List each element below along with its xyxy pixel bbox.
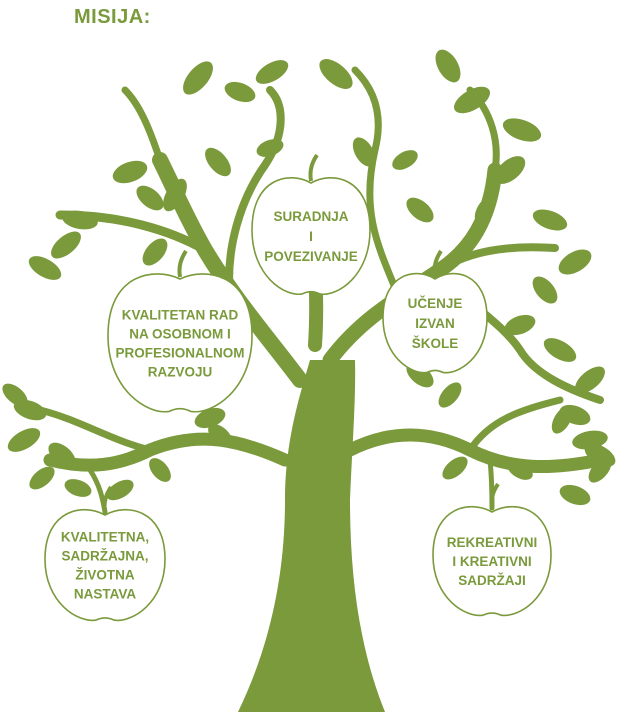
leaf-6 [502,118,542,142]
leaf-23 [532,276,558,304]
leaf-14 [28,256,62,280]
leaf-41 [149,458,171,482]
branch-2 [121,86,164,164]
apple-label-line: KVALITETNA, [61,530,149,545]
leaf-13 [51,231,81,259]
apples: SURADNJA I POVEZIVANJE KVALITETAN RAD NA OSO… [44,153,552,622]
leaf-7 [494,156,526,184]
leaf-19 [406,197,434,223]
leaf-0 [183,61,213,95]
apple-stem [308,153,319,182]
leaf-25 [543,338,577,362]
tree-leaves [2,49,616,506]
apple-label-line: SURADNJA [273,209,348,224]
branch-11 [36,406,154,454]
apple-body [44,508,166,622]
leaf-12 [62,210,98,230]
leaf-1 [224,81,256,103]
leaf-15 [142,238,168,266]
leaf-46 [2,383,28,407]
apple-rekreativni: REKREATIVNI I KREATIVNI SADRŽAJI [432,482,552,617]
leaf-34 [551,406,573,434]
apple-label-line: KVALITETAN RAD [122,308,239,323]
leaf-17 [352,137,376,167]
apple-label-line: IZVAN [415,316,455,331]
apple-stem [489,482,500,511]
apple-stem [177,249,188,278]
apple-label-line: POVEZIVANJE [264,249,358,264]
apple-label-line: I KREATIVNI [452,554,531,569]
leaf-42 [194,407,226,429]
apple-label-line: NASTAVA [74,587,136,602]
leaf-20 [474,196,496,224]
apple-label-line: REKREATIVNI [447,535,538,550]
apple-label-line: I [309,229,313,244]
leaf-32 [442,456,468,480]
leaf-4 [435,49,461,83]
apple-suradnja: SURADNJA I POVEZIVANJE [251,153,371,295]
branch-6 [436,243,559,274]
leaf-3 [319,59,353,89]
leaf-10 [163,178,187,212]
apple-ucenje: UČENJE IZVAN ŠKOLE [382,249,488,374]
leaf-24 [504,314,536,336]
apple-label-line: ŠKOLE [412,336,459,351]
apple-body [107,273,253,413]
leaf-38 [29,466,55,490]
leaf-44 [559,484,591,506]
leaf-36 [7,428,41,452]
apple-stem [432,249,443,278]
apple-label-line: NA OSOBNOM I [129,327,231,342]
apple-label-line: RAZVOJU [148,365,213,380]
leaf-33 [507,460,533,480]
leaf-11 [205,147,231,177]
apple-stem [102,485,113,514]
leaf-39 [64,479,92,497]
page-title: MISIJA: [74,6,151,28]
tree-trunk [238,360,385,712]
apple-kvalitetan-rad: KVALITETAN RAD NA OSOBNOM I PROFESIONALNOM… [107,249,253,413]
apple-body [251,176,371,295]
leaf-40 [106,479,134,501]
leaf-22 [558,249,592,275]
branch-13 [466,396,564,454]
leaf-43 [208,424,232,446]
leaf-16 [256,139,284,157]
leaf-45 [588,457,612,483]
leaf-5 [453,86,491,114]
leaf-8 [112,160,148,184]
apple-label-line: ŽIVOTNA [75,568,134,583]
apple-body [432,505,552,617]
leaf-2 [255,60,289,84]
leaf-21 [532,209,568,231]
apple-label-line: SADRŽAJNA, [61,549,148,564]
leaf-30 [438,382,462,408]
apple-label-line: UČENJE [408,296,463,311]
apple-kvalitetna-nastava: KVALITETNA, SADRŽAJNA, ŽIVOTNA NASTAVA [44,485,166,622]
leaf-9 [136,185,164,211]
branch-10 [43,432,292,472]
apple-label-line: PROFESIONALNOM [115,346,244,361]
leaf-26 [575,366,605,394]
apple-body [382,272,488,374]
leaf-18 [392,150,418,170]
branch-3 [225,86,285,304]
leaf-37 [48,442,76,468]
apple-label-line: SADRŽAJI [458,573,526,588]
